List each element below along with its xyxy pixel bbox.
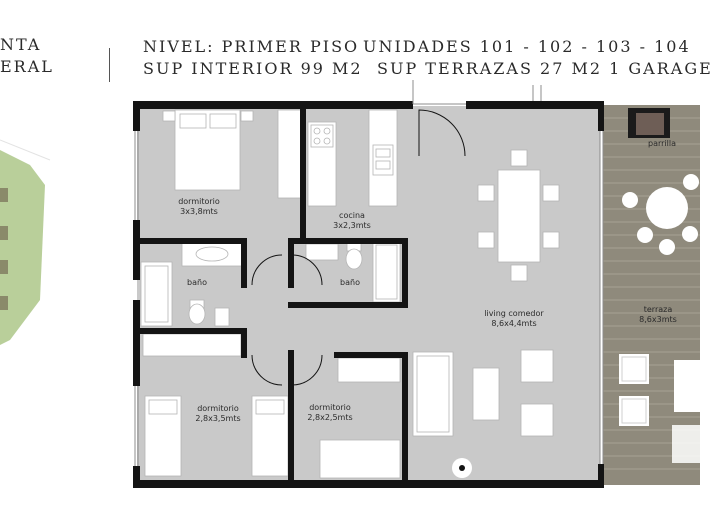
label-dormitorio3-size: 2,8x2,5mts bbox=[307, 413, 352, 422]
label-dormitorio3-name: dormitorio bbox=[309, 403, 351, 412]
door-swings bbox=[251, 109, 466, 386]
label-living-size: 8,6x4,4mts bbox=[491, 319, 536, 328]
label-dormitorio2-name: dormitorio bbox=[197, 404, 239, 413]
label-dormitorio1-name: dormitorio bbox=[178, 197, 220, 206]
walls bbox=[133, 101, 604, 488]
header-nivel: NIVEL: PRIMER PISO bbox=[143, 37, 360, 56]
header-left-line1: NTA bbox=[0, 35, 42, 54]
site-plan-thumbnail bbox=[0, 139, 51, 345]
label-dormitorio2-size: 2,8x3,5mts bbox=[195, 414, 240, 423]
label-cocina-name: cocina bbox=[339, 211, 365, 220]
label-parrilla: parrilla bbox=[648, 139, 676, 148]
windows bbox=[134, 80, 604, 466]
label-bano2: baño bbox=[340, 278, 360, 287]
label-living-name: living comedor bbox=[484, 309, 544, 318]
label-dormitorio1-size: 3x3,8mts bbox=[180, 207, 218, 216]
terrace-deck bbox=[603, 105, 700, 485]
label-bano1: baño bbox=[187, 278, 207, 287]
label-cocina-size: 3x2,3mts bbox=[333, 221, 371, 230]
label-terraza-name: terraza bbox=[644, 305, 673, 314]
header-unidades: UNIDADES 101 - 102 - 103 - 104 bbox=[363, 37, 691, 56]
header-divider bbox=[109, 48, 110, 82]
label-terraza-size: 8,6x3mts bbox=[639, 315, 677, 324]
header-sup-interior: SUP INTERIOR 99 M2 bbox=[143, 59, 363, 78]
round-table bbox=[646, 187, 688, 229]
header-sup-terrazas: SUP TERRAZAS 27 M2 1 GARAGE bbox=[377, 59, 713, 78]
header-left-line2: ERAL bbox=[0, 57, 54, 76]
